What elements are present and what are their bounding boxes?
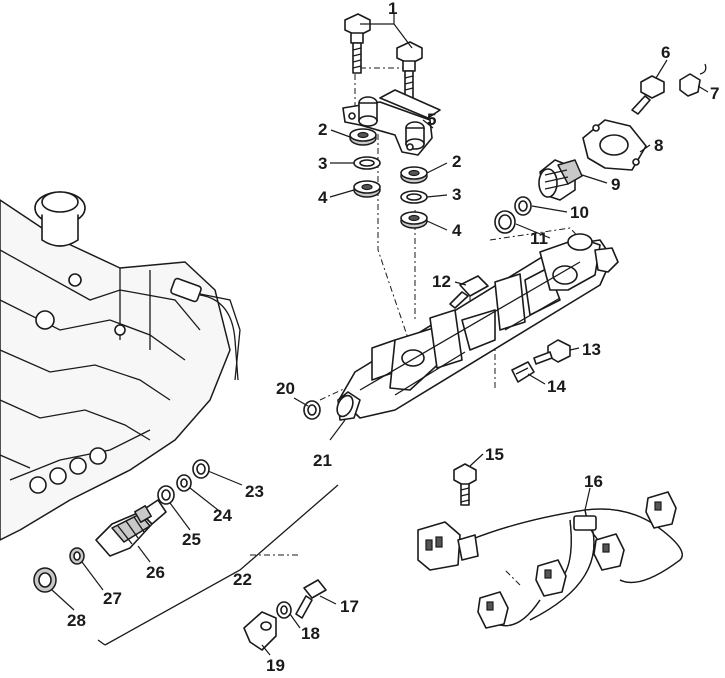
callout-13: 13 (582, 340, 601, 359)
callout-24: 24 (213, 506, 232, 525)
part-8-flange-gasket (582, 119, 647, 171)
part-1-bolt-right (396, 41, 423, 99)
callout-23: 23 (245, 482, 264, 501)
leader-lines (51, 14, 709, 656)
callout-15: 15 (485, 445, 504, 464)
part-12-bolt (449, 275, 489, 309)
part-23-o-ring (192, 459, 210, 479)
callout-4-right: 4 (452, 221, 462, 240)
part-5-injector-retainer-bracket (342, 89, 441, 156)
part-25-o-ring (157, 485, 175, 505)
part-10-o-ring (514, 196, 532, 216)
part-6-bolt (631, 75, 665, 115)
part-4-washer-right (400, 211, 428, 229)
part-2-washer-right (400, 166, 428, 184)
callout-5: 5 (427, 110, 436, 129)
callout-20: 20 (276, 379, 295, 398)
harness-connector-d (477, 591, 509, 629)
part-27-injector-seal (69, 547, 85, 565)
part-14-clip (511, 361, 535, 383)
callout-17: 17 (340, 597, 359, 616)
callout-3-left: 3 (318, 154, 327, 173)
callout-19: 19 (266, 656, 285, 675)
callout-7: 7 (710, 84, 719, 103)
callout-2-right: 2 (452, 152, 461, 171)
callout-8: 8 (654, 136, 663, 155)
part-2-washer-left (349, 128, 377, 146)
harness-connector-a (645, 491, 677, 529)
part-28-injector-seal-ring (33, 567, 57, 593)
part-13-bolt (533, 339, 571, 365)
callout-21: 21 (313, 451, 332, 470)
callout-12: 12 (432, 272, 451, 291)
callout-1: 1 (388, 0, 397, 18)
part-11-o-ring (494, 210, 516, 234)
part-16-injector-wiring-harness (417, 491, 683, 629)
callout-14: 14 (547, 377, 566, 396)
part-22-group-bracket (97, 484, 339, 646)
callout-26: 26 (146, 563, 165, 582)
callout-25: 25 (182, 530, 201, 549)
callout-6: 6 (661, 43, 670, 62)
callout-2-left: 2 (318, 120, 327, 139)
harness-connector-b (593, 533, 625, 571)
callout-16: 16 (584, 472, 603, 491)
callout-3-right: 3 (452, 185, 461, 204)
part-7-clip (679, 63, 707, 97)
engine-bolt-heads (29, 273, 126, 494)
part-1-bolt-left (344, 13, 371, 74)
part-4-washer-left (353, 180, 381, 198)
part-21-fuel-rail (336, 233, 619, 421)
part-20-o-ring (303, 400, 321, 420)
callout-11: 11 (530, 229, 548, 248)
callout-labels: 1 2 3 4 5 2 3 4 6 7 8 9 10 11 12 13 14 1… (67, 0, 719, 675)
part-15-bolt (453, 463, 477, 506)
part-24-o-ring (176, 474, 192, 492)
callout-10: 10 (570, 203, 589, 222)
callout-28: 28 (67, 611, 86, 630)
callout-27: 27 (103, 589, 122, 608)
callout-4-left: 4 (318, 188, 328, 207)
part-18-washer (276, 601, 292, 619)
callout-9: 9 (611, 175, 620, 194)
part-17-bolt (295, 579, 327, 619)
engine-sensor-connector (170, 277, 239, 381)
part-3-washer-left (353, 156, 381, 170)
part-9-pressure-regulator (538, 159, 583, 201)
part-26-fuel-injector (95, 499, 167, 557)
oil-filler-cap (34, 191, 86, 247)
part-3-washer-right (400, 190, 428, 204)
harness-connector-c (535, 559, 567, 597)
harness-connector-main (417, 521, 479, 571)
callout-22: 22 (233, 570, 252, 589)
callout-18: 18 (301, 624, 320, 643)
part-19-injector-clamp (243, 611, 277, 651)
